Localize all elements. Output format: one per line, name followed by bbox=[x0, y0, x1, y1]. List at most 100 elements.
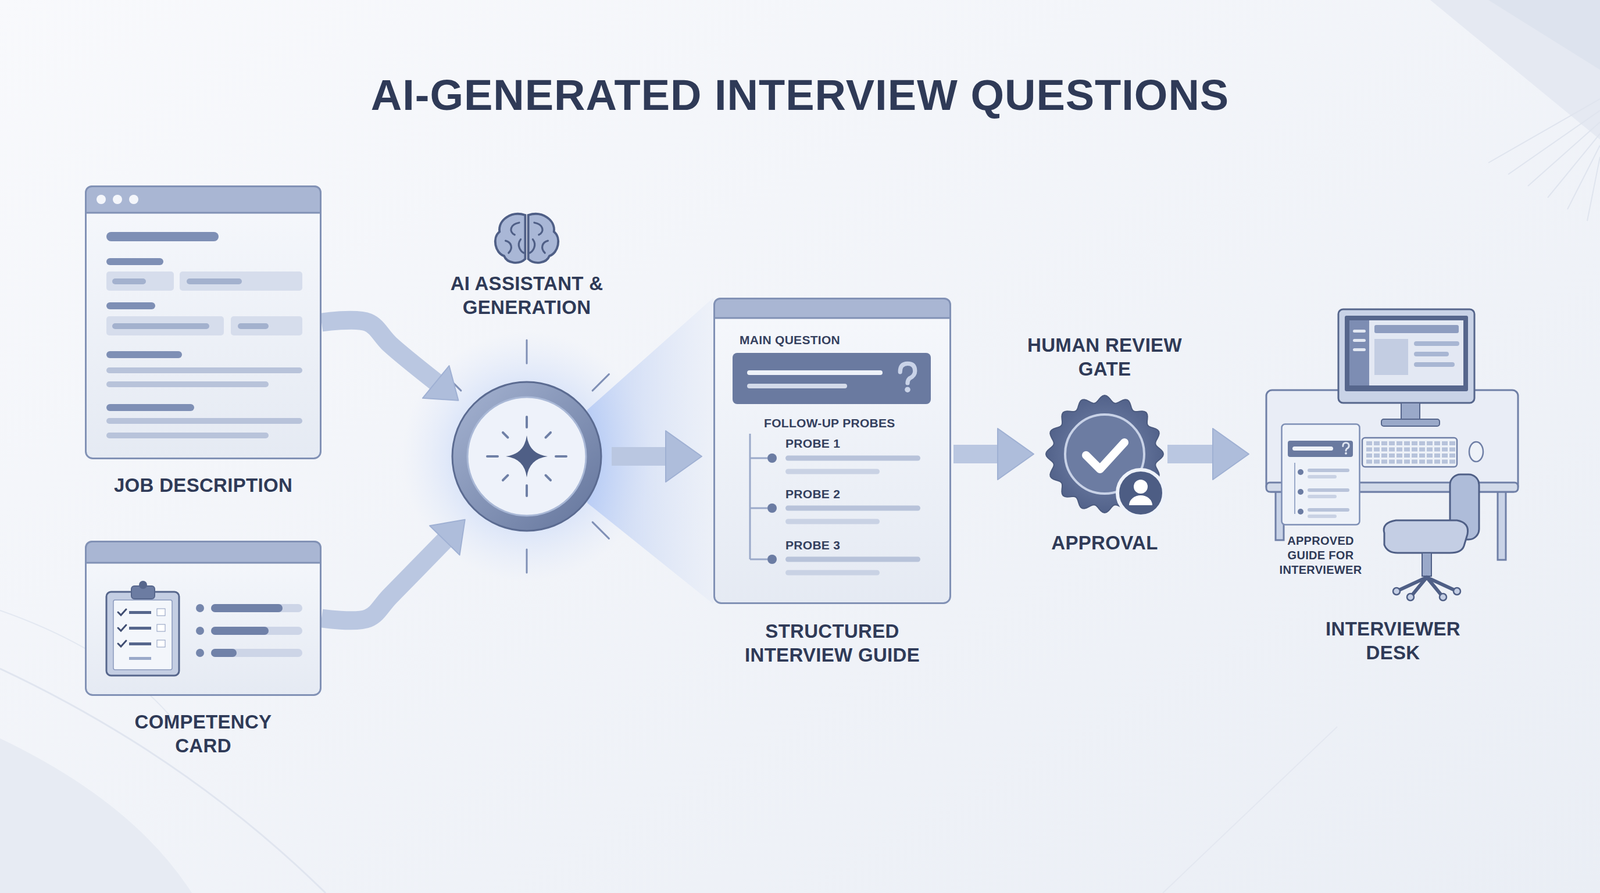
check-line bbox=[129, 611, 152, 614]
key bbox=[1441, 453, 1448, 458]
key bbox=[1419, 459, 1425, 464]
key bbox=[1434, 459, 1441, 464]
sheet-header bbox=[1287, 440, 1353, 457]
key bbox=[1404, 441, 1410, 446]
key bbox=[1388, 459, 1395, 464]
probe-branch bbox=[750, 457, 768, 460]
monitor bbox=[1338, 309, 1475, 403]
brain-lobe bbox=[528, 213, 559, 263]
sparkle-dash bbox=[525, 485, 528, 496]
node-shape bbox=[84, 540, 322, 696]
probe-branch bbox=[750, 507, 768, 510]
key bbox=[1366, 447, 1373, 452]
chair-wheel bbox=[1393, 587, 1400, 595]
diagram-title: AI-GENERATED INTERVIEW QUESTIONS bbox=[0, 73, 1600, 117]
key bbox=[1441, 447, 1448, 452]
keyboard bbox=[1362, 437, 1457, 467]
screen-content bbox=[1349, 320, 1464, 386]
heading-bar bbox=[106, 258, 164, 266]
field-bar bbox=[112, 323, 210, 330]
brain-half bbox=[495, 213, 526, 263]
probe-line bbox=[785, 505, 921, 512]
probe-dot bbox=[767, 554, 777, 564]
key bbox=[1419, 453, 1425, 458]
check-line bbox=[129, 626, 152, 630]
key bbox=[1381, 459, 1388, 464]
guide-text: PROBE 3 bbox=[785, 538, 841, 552]
ray bbox=[592, 374, 609, 391]
key bbox=[1388, 447, 1395, 452]
clipboard-ring bbox=[138, 580, 148, 589]
reviewer-badge bbox=[1117, 469, 1164, 517]
sparkle-dash bbox=[525, 416, 528, 428]
sidebar-line bbox=[1352, 329, 1366, 333]
question-mark-stroke bbox=[1343, 443, 1349, 452]
key bbox=[1396, 447, 1403, 452]
chair-seat bbox=[1383, 520, 1468, 553]
node-shape bbox=[450, 379, 604, 534]
desk-leg bbox=[1497, 486, 1506, 560]
corner-facet bbox=[1430, 0, 1600, 140]
field-box bbox=[106, 316, 224, 336]
key bbox=[1419, 447, 1425, 452]
text-line bbox=[106, 432, 269, 439]
probe-tree bbox=[749, 433, 752, 560]
guide-text: MAIN QUESTION bbox=[739, 333, 841, 347]
probe-line bbox=[785, 556, 921, 563]
probe-line bbox=[785, 570, 880, 576]
desk-scene: INTERVIEWER DESKAPPROVED GUIDE FOR INTER… bbox=[1265, 306, 1521, 603]
key bbox=[1411, 447, 1418, 452]
node-label: INTERVIEWER DESK bbox=[1308, 616, 1478, 666]
key bbox=[1449, 441, 1456, 446]
bullet bbox=[195, 626, 205, 635]
document-window: JOB DESCRIPTION bbox=[84, 185, 322, 460]
sheet-line bbox=[1307, 475, 1337, 479]
decor-line bbox=[1508, 110, 1600, 175]
node-shape bbox=[1280, 423, 1361, 526]
decor-curve bbox=[0, 668, 326, 893]
guide-sheet: APPROVED GUIDE FOR INTERVIEWER bbox=[1280, 423, 1361, 526]
check-line bbox=[129, 656, 152, 660]
rating-track bbox=[211, 648, 303, 657]
sparkle-dash bbox=[487, 455, 498, 458]
arrow-head bbox=[665, 430, 702, 482]
key bbox=[1426, 453, 1433, 458]
field-box bbox=[179, 271, 303, 291]
check-box bbox=[156, 608, 166, 616]
field-box bbox=[106, 271, 174, 291]
flow-arrow bbox=[953, 428, 1034, 480]
question-line bbox=[747, 370, 883, 375]
key bbox=[1419, 441, 1425, 446]
screen-sidebar bbox=[1349, 320, 1370, 386]
key bbox=[1366, 453, 1373, 458]
key bbox=[1366, 441, 1373, 446]
screen-header bbox=[1374, 325, 1459, 334]
decor-line bbox=[1527, 122, 1600, 187]
arrow-band bbox=[321, 320, 437, 384]
question-mark-dot bbox=[904, 386, 911, 393]
probe-line bbox=[785, 469, 880, 475]
key bbox=[1373, 447, 1380, 452]
sheet-line bbox=[1307, 514, 1337, 519]
text-line bbox=[106, 418, 303, 424]
reviewer-head bbox=[1133, 479, 1148, 494]
decor-line bbox=[1567, 145, 1600, 210]
brain-fold bbox=[505, 222, 524, 253]
corner-facet bbox=[1488, 0, 1600, 70]
guide-text: PROBE 2 bbox=[785, 487, 841, 501]
decor-line bbox=[1162, 726, 1338, 893]
sheet-line bbox=[1307, 508, 1350, 512]
probe-line bbox=[785, 455, 921, 462]
main-question-bar bbox=[732, 352, 931, 405]
title-bar bbox=[86, 186, 321, 214]
mouse bbox=[1469, 441, 1484, 462]
node-shape bbox=[1045, 394, 1164, 514]
probe-branch bbox=[750, 558, 768, 561]
sheet-line bbox=[1307, 468, 1350, 473]
key bbox=[1449, 453, 1456, 458]
heading-bar bbox=[106, 404, 195, 412]
ray bbox=[526, 549, 528, 573]
key bbox=[1396, 441, 1403, 446]
key bbox=[1404, 453, 1410, 458]
key bbox=[1396, 453, 1403, 458]
